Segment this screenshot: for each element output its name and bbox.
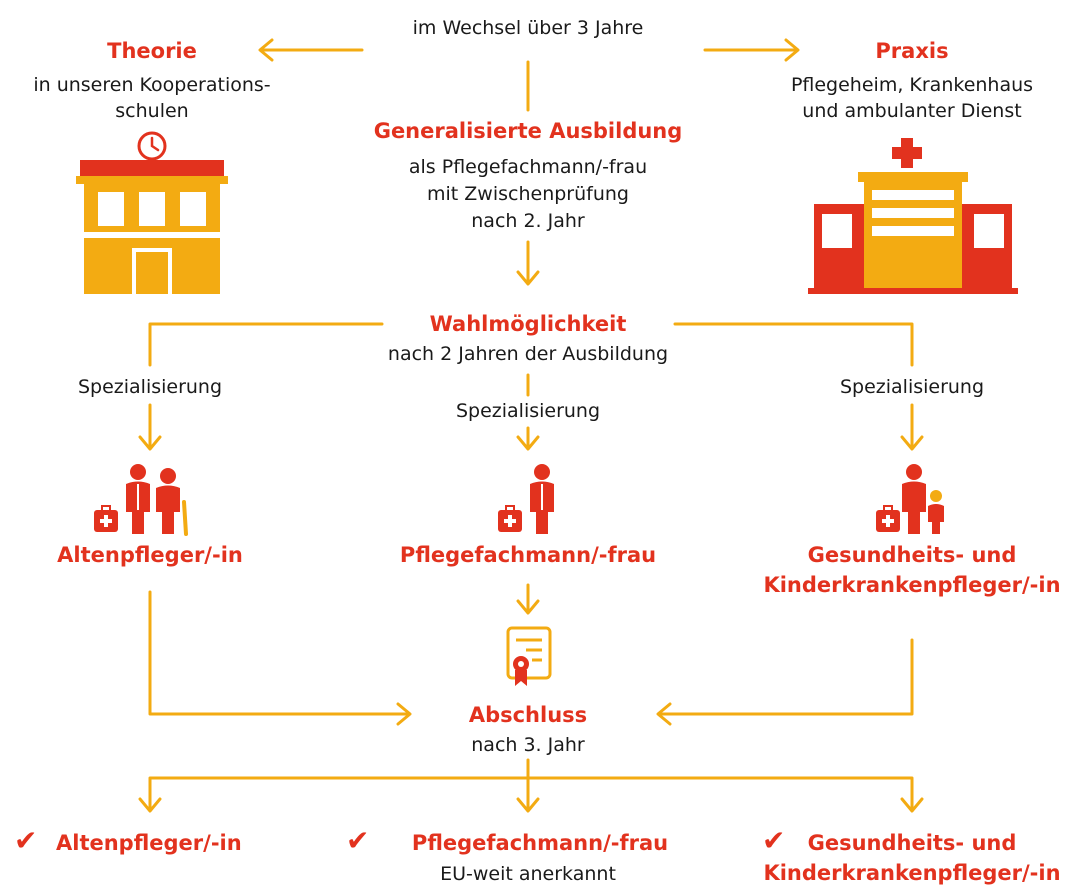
practice-line1: Pflegeheim, Krankenhaus: [790, 74, 1034, 96]
outcome-left: Altenpfleger/-in: [56, 831, 242, 855]
hospital-building-icon: [808, 138, 1018, 294]
checkmark-icon-center: ✔: [346, 824, 370, 857]
choice-title: Wahlmöglichkeit: [429, 312, 627, 336]
arrow-to-outcome-center: [516, 797, 540, 813]
choice-subtitle: nach 2 Jahren der Ausbildung: [387, 343, 669, 365]
general-line2: mit Zwischenprüfung: [427, 183, 629, 205]
arrow-to-practice: [784, 38, 800, 62]
arrow-to-left-role: [138, 435, 162, 451]
arrow-left-to-graduation: [396, 702, 412, 726]
practice-line2: und ambulanter Dienst: [802, 100, 1022, 122]
arrow-to-outcome-right: [900, 797, 924, 813]
general-line3: nach 2. Jahr: [471, 210, 585, 232]
graduation-title: Abschluss: [468, 703, 588, 727]
outcome-center-note: EU-weit anerkannt: [440, 863, 616, 885]
theory-line1: in unseren Kooperations-: [33, 74, 271, 96]
outcome-center: Pflegefachmann/-frau: [411, 831, 669, 855]
arrow-to-center-role: [516, 435, 540, 451]
outcome-right-line1: Gesundheits- und: [807, 831, 1017, 855]
general-title: Generalisierte Ausbildung: [373, 119, 683, 143]
nurse-child-icon: [876, 464, 944, 534]
connector-left-graduation: [148, 590, 410, 716]
arrow-to-right-role: [900, 435, 924, 451]
role-center: Pflegefachmann/-frau: [399, 543, 657, 567]
arrow-to-choice: [516, 270, 540, 286]
outcome-right-line2: Kinderkrankenpfleger/-in: [763, 861, 1061, 885]
theory-line2: schulen: [115, 100, 189, 122]
role-left: Altenpfleger/-in: [57, 543, 243, 567]
arrow-to-outcome-left: [138, 797, 162, 813]
connector-graduation-sides: [148, 776, 914, 812]
connector-choice-right: [673, 322, 914, 367]
arrow-to-theory: [258, 38, 274, 62]
specialization-left: Spezialisierung: [77, 376, 223, 398]
specialization-right: Spezialisierung: [839, 376, 985, 398]
alternation-label: im Wechsel über 3 Jahre: [412, 17, 644, 39]
arrow-to-certificate: [516, 599, 540, 615]
graduation-subtitle: nach 3. Jahr: [471, 734, 585, 756]
role-right-line1: Gesundheits- und: [807, 543, 1017, 567]
connector-choice-left: [148, 322, 384, 367]
theory-title: Theorie: [107, 39, 197, 63]
checkmark-icon-right: ✔: [762, 824, 786, 857]
checkmark-icon-left: ✔: [14, 824, 38, 857]
specialization-center: Spezialisierung: [455, 400, 601, 422]
connector-right-graduation: [658, 638, 914, 716]
nurse-icon: [498, 464, 554, 534]
practice-title: Praxis: [875, 39, 949, 63]
nurse-elderly-icon: [94, 464, 188, 536]
school-building-icon: [76, 131, 228, 294]
arrow-right-to-graduation: [656, 702, 672, 726]
certificate-icon: [506, 626, 552, 686]
role-right-line2: Kinderkrankenpfleger/-in: [763, 573, 1061, 597]
general-line1: als Pflegefachmann/-frau: [408, 156, 648, 178]
